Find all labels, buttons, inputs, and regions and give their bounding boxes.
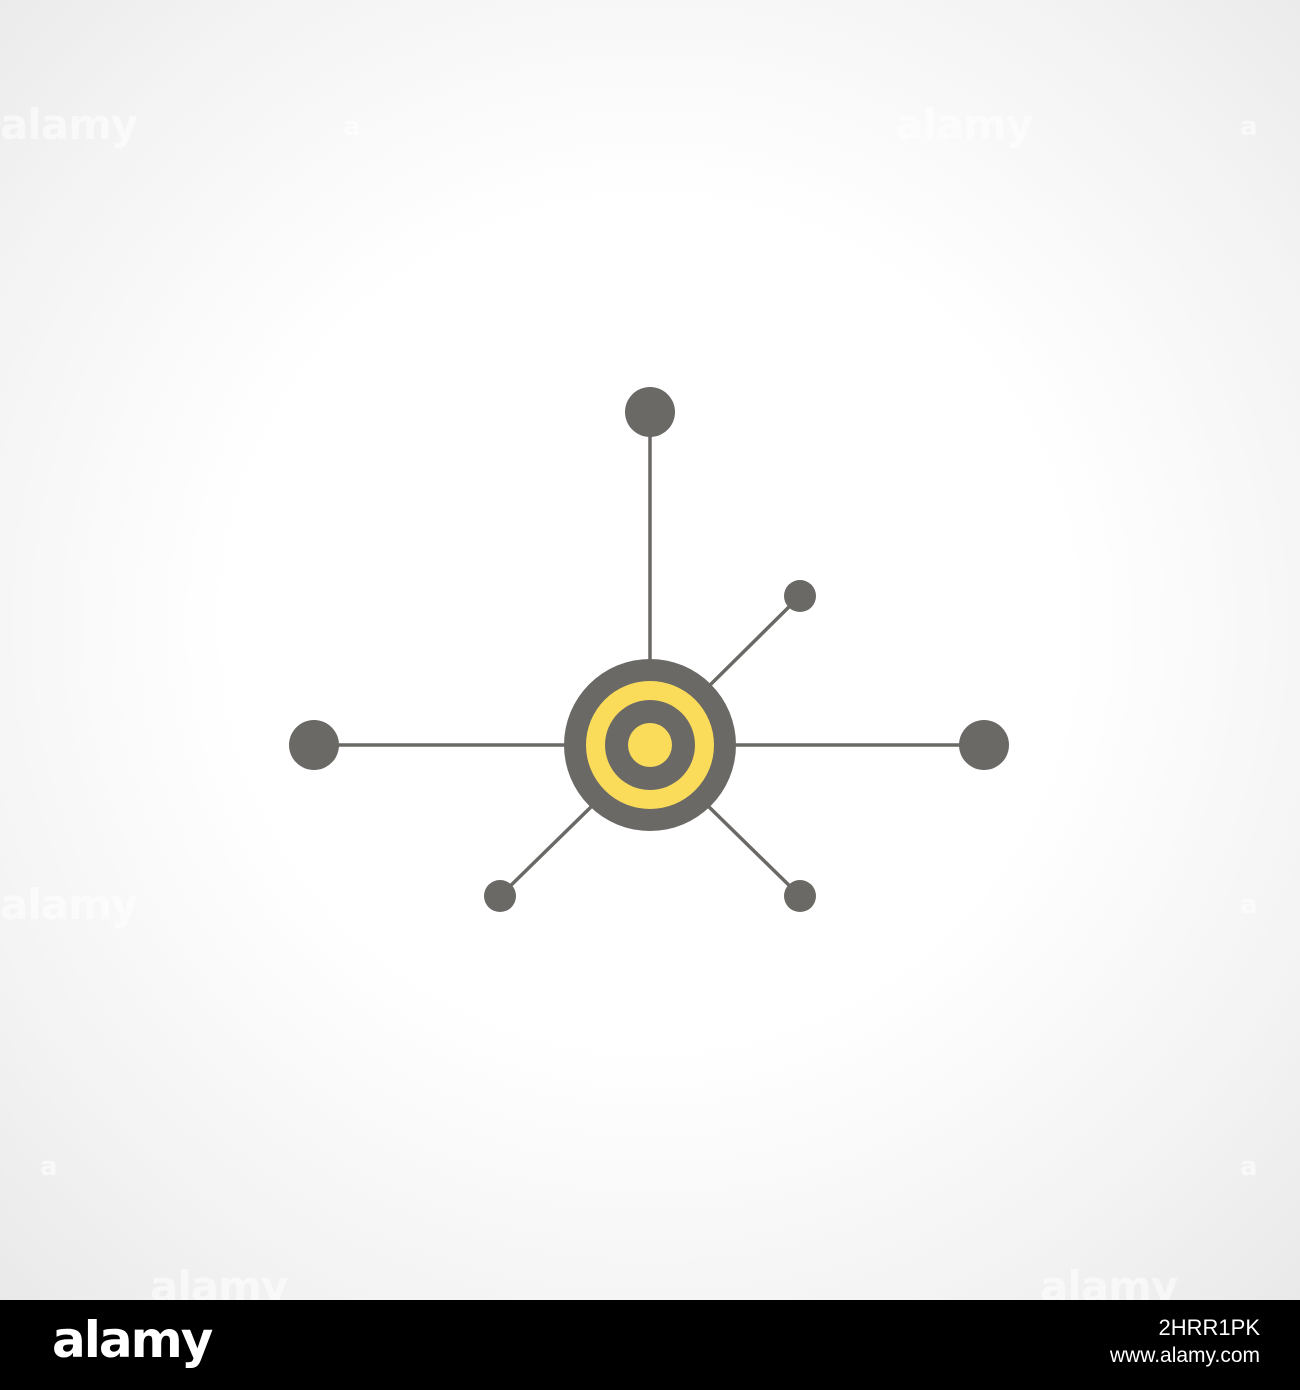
site-url: www.alamy.com	[1109, 1344, 1260, 1367]
footer-bar: alamy 2HRR1PK www.alamy.com	[0, 1300, 1300, 1390]
connector-line-upper-right	[703, 594, 802, 692]
connector-line-lower-right	[704, 802, 802, 898]
watermark-text: alamy	[1040, 1262, 1178, 1300]
node-left	[289, 720, 339, 770]
hub-node	[564, 659, 736, 831]
watermark-mark: a	[343, 112, 361, 142]
node-upper-right	[784, 580, 816, 612]
watermark-mark: a	[40, 1152, 58, 1182]
watermark-mark: a	[1240, 112, 1258, 142]
watermark-mark: a	[343, 890, 361, 920]
footer-meta: 2HRR1PK www.alamy.com	[1110, 1314, 1260, 1370]
watermark-text: alamy	[150, 1262, 288, 1300]
watermark-mark: a	[1240, 1152, 1258, 1182]
diagram-canvas: alamy alamy alamy alamy alamy a a a a a …	[0, 0, 1300, 1300]
image-id: 2HRR1PK	[1158, 1315, 1260, 1340]
watermark-mark: a	[1240, 890, 1258, 920]
connector-line-lower-left	[498, 802, 596, 898]
connector-lines	[314, 412, 984, 898]
hub-core	[628, 723, 672, 767]
node-top	[625, 387, 675, 437]
watermark-text: alamy	[0, 880, 138, 929]
watermark-text: alamy	[0, 100, 138, 149]
node-lower-left	[484, 880, 516, 912]
satellite-nodes	[289, 387, 1009, 912]
watermark-text: alamy	[895, 100, 1033, 149]
network-diagram	[289, 387, 1009, 912]
node-right	[959, 720, 1009, 770]
node-lower-right	[784, 880, 816, 912]
brand-logo: alamy	[52, 1311, 213, 1369]
